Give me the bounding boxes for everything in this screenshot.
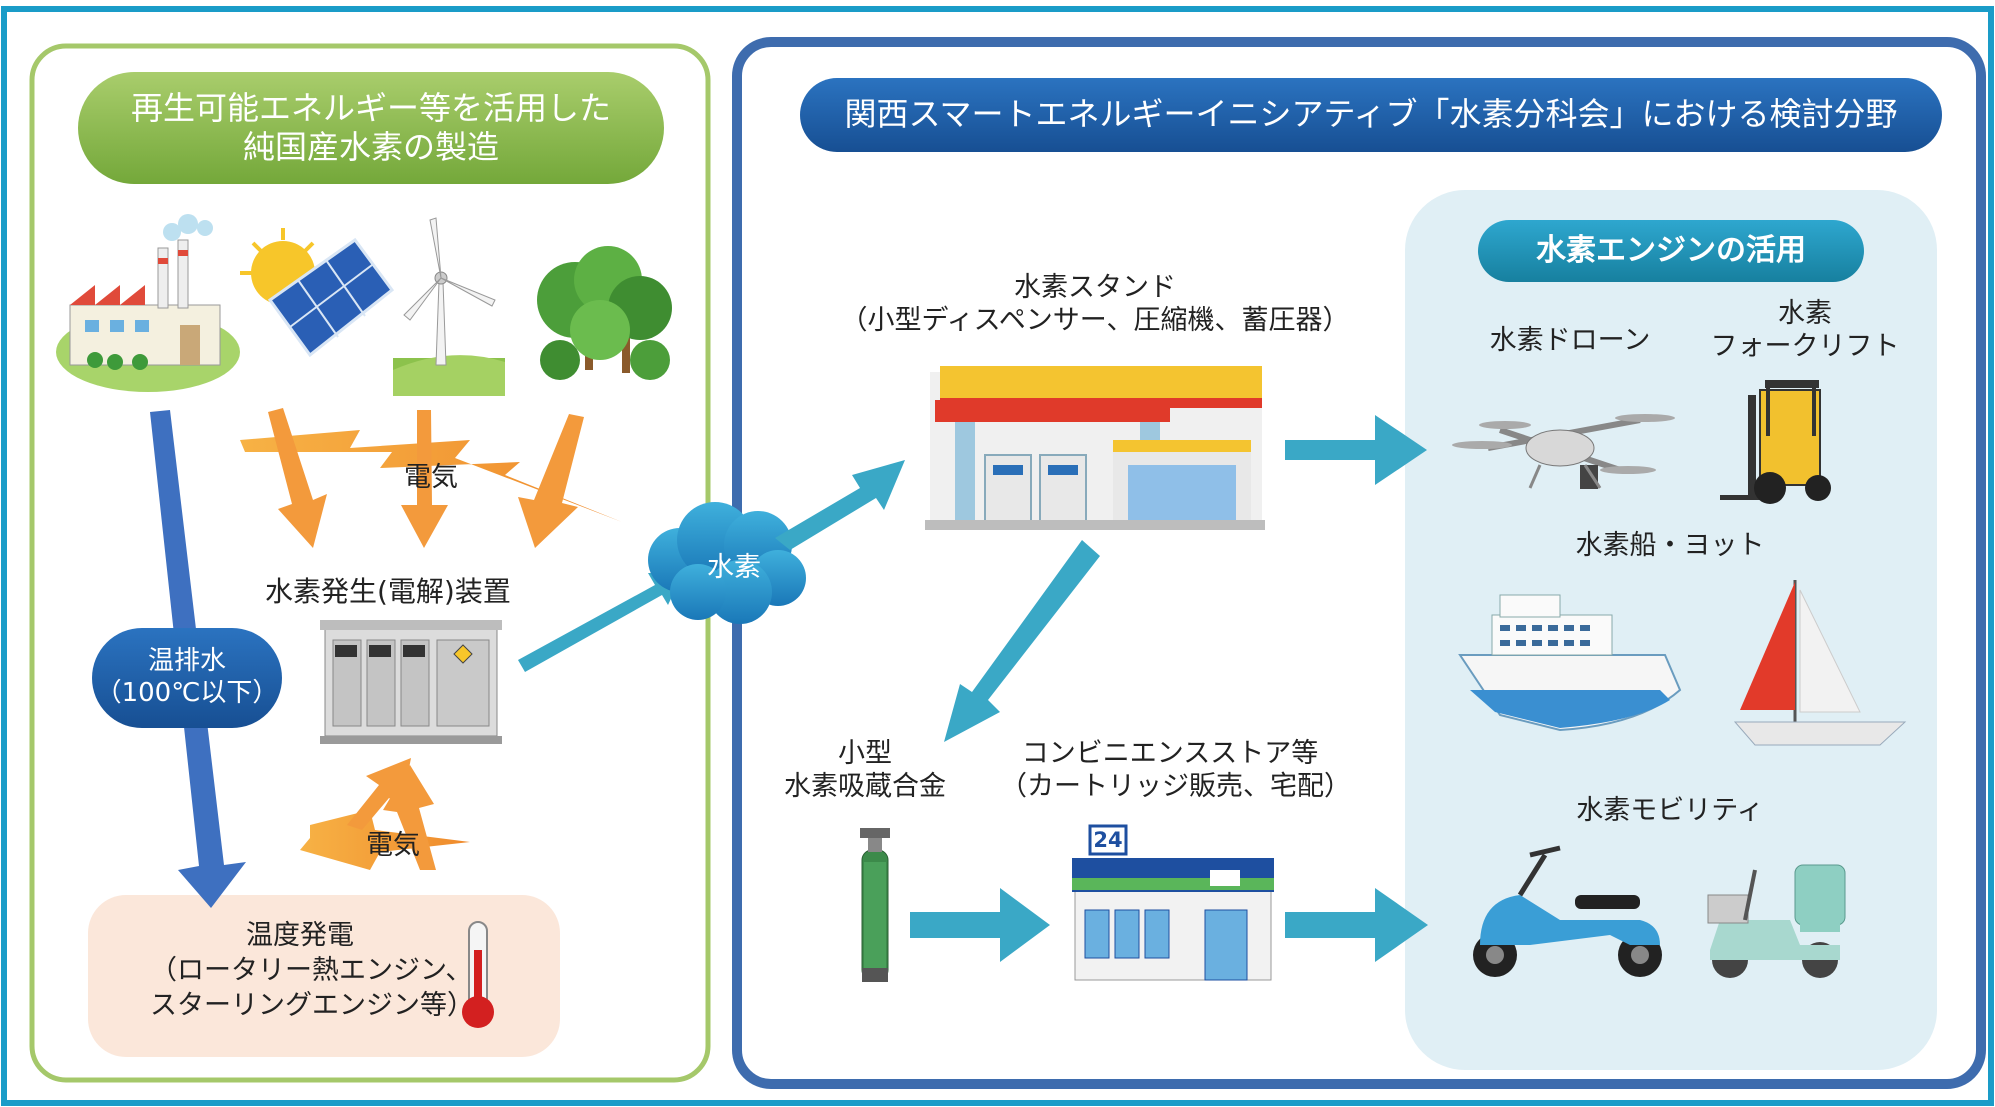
cruise-ship-icon bbox=[1458, 594, 1682, 732]
solar-panel-icon bbox=[240, 228, 395, 358]
mobility-scooter-icon bbox=[1707, 864, 1846, 978]
right-title-pill bbox=[800, 78, 1942, 152]
forklift-line2: フォークリフト bbox=[1710, 330, 1900, 362]
arrow-station-to-engine bbox=[1285, 415, 1427, 485]
warm-water-line1: 温排水 bbox=[147, 646, 226, 677]
station-line1: 水素スタンド bbox=[1014, 272, 1176, 303]
engine-title: 水素エンジンの活用 bbox=[1478, 220, 1864, 282]
electrolyzer-icon bbox=[320, 620, 502, 744]
forklift-icon bbox=[1720, 380, 1831, 504]
mobility-label: 水素モビリティ bbox=[1576, 795, 1764, 826]
convenience-line2: （カートリッジ販売、宅配） bbox=[1000, 770, 1351, 802]
orange-arrows-top bbox=[268, 408, 584, 548]
forklift-label: 水素 フォークリフト bbox=[1700, 298, 1910, 364]
outer-frame bbox=[1, 6, 1994, 1106]
electricity-label-top: 電気 bbox=[404, 462, 458, 493]
arrow-store-to-mobility bbox=[1285, 888, 1428, 962]
hydrogen-cloud bbox=[648, 502, 806, 624]
electricity-label-bottom: 電気 bbox=[366, 830, 420, 861]
forklift-line1: 水素 bbox=[1778, 298, 1832, 329]
scooter-icon bbox=[1473, 845, 1662, 977]
arrow-alloy-to-store bbox=[910, 888, 1050, 962]
gas-cylinder-icon bbox=[860, 828, 890, 982]
drone-icon bbox=[1452, 414, 1675, 489]
arrow-station-to-alloy bbox=[944, 540, 1100, 742]
alloy-label: 小型 水素吸蔵合金 bbox=[760, 738, 970, 804]
left-title: 再生可能エネルギー等を活用した 純国産水素の製造 bbox=[78, 72, 664, 184]
alloy-line1: 小型 bbox=[838, 738, 892, 769]
temp-power-line1: 温度発電 bbox=[246, 920, 354, 951]
engine-title-text: 水素エンジンの活用 bbox=[1536, 232, 1806, 268]
lightning-bolt-bottom bbox=[300, 810, 470, 870]
factory-icon bbox=[56, 214, 240, 392]
arrow-to-cloud bbox=[518, 573, 683, 672]
drone-label: 水素ドローン bbox=[1489, 325, 1651, 356]
orange-arrows-bottom bbox=[347, 758, 436, 870]
warm-water-pill bbox=[92, 628, 282, 728]
hydrogen-cloud-label: 水素 bbox=[707, 552, 761, 583]
wind-turbine-icon bbox=[393, 217, 505, 396]
store-sign-number: 24 bbox=[1093, 828, 1123, 852]
ship-label: 水素船・ヨット bbox=[1575, 530, 1765, 561]
right-title-text: 関西スマートエネルギーイニシアティブ「水素分科会」における検討分野 bbox=[844, 95, 1898, 134]
left-title-pill bbox=[78, 72, 664, 184]
alloy-line2: 水素吸蔵合金 bbox=[784, 770, 946, 802]
temp-power-line3: スターリングエンジン等） bbox=[150, 990, 474, 1022]
generator-label: 水素発生(電解)装置 bbox=[265, 575, 511, 608]
engine-title-pill bbox=[1478, 220, 1864, 282]
station-line2: （小型ディスペンサー、圧縮機、蓄圧器） bbox=[840, 304, 1350, 336]
temp-power-label: 温度発電 （ロータリー熱エンジン、 スターリングエンジン等） bbox=[150, 918, 474, 1023]
convenience-store-icon bbox=[1072, 824, 1274, 981]
gas-station-icon bbox=[925, 366, 1265, 530]
forest-icon bbox=[537, 246, 672, 380]
station-label: 水素スタンド （小型ディスペンサー、圧縮機、蓄圧器） bbox=[835, 272, 1355, 338]
thermometer-icon bbox=[462, 921, 494, 1028]
temp-power-line2: （ロータリー熱エンジン、 bbox=[150, 955, 473, 987]
left-title-line2: 純国産水素の製造 bbox=[242, 128, 499, 166]
warm-water-line2: （100℃以下） bbox=[95, 678, 279, 708]
right-title: 関西スマートエネルギーイニシアティブ「水素分科会」における検討分野 bbox=[800, 78, 1942, 152]
left-title-line1: 再生可能エネルギー等を活用した bbox=[130, 88, 611, 127]
temp-power-box bbox=[88, 895, 560, 1057]
convenience-label: コンビニエンスストア等 （カートリッジ販売、宅配） bbox=[1000, 738, 1351, 804]
convenience-line1: コンビニエンスストア等 bbox=[1021, 738, 1319, 769]
sailboat-icon bbox=[1733, 580, 1907, 746]
arrow-to-station bbox=[775, 460, 905, 550]
warm-water-label: 温排水 （100℃以下） bbox=[92, 628, 282, 728]
